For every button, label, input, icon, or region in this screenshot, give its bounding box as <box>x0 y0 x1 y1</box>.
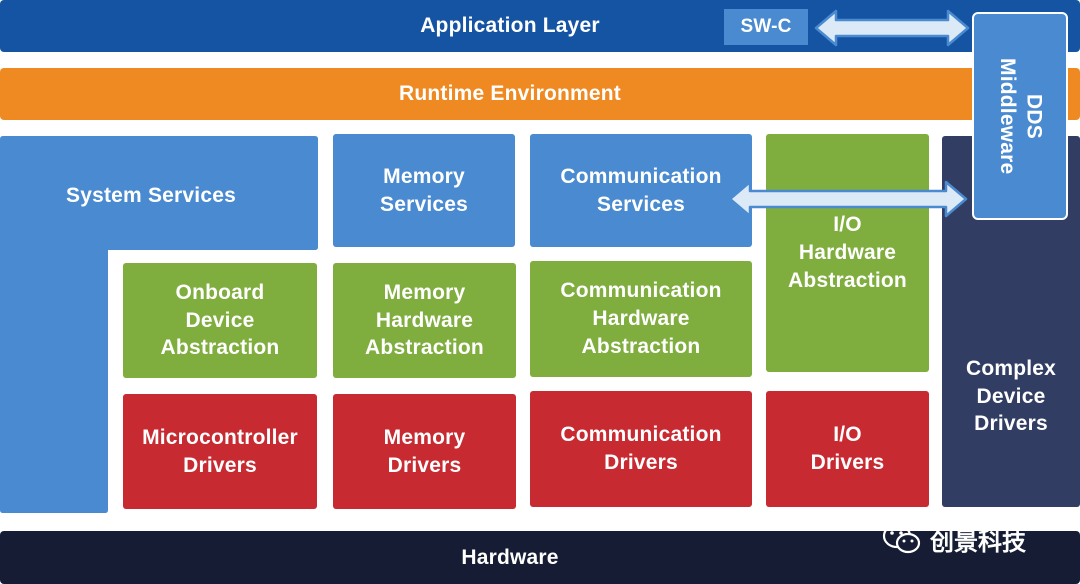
microcontroller-drivers: Microcontroller Drivers <box>123 394 317 509</box>
runtime-environment: Runtime Environment <box>0 68 1080 120</box>
io-hardware-abstraction-label: I/O Hardware Abstraction <box>788 213 907 292</box>
memory-drivers: Memory Drivers <box>333 394 516 509</box>
io-hardware-abstraction: I/O Hardware Abstraction <box>766 134 929 372</box>
communication-hardware-abstraction: Communication Hardware Abstraction <box>530 261 752 377</box>
microcontroller-drivers-label: Microcontroller Drivers <box>142 425 298 477</box>
wechat-icon <box>882 523 921 554</box>
communication-hardware-abstraction-label: Communication Hardware Abstraction <box>560 279 722 358</box>
io-drivers: I/O Drivers <box>766 391 929 507</box>
communication-drivers: Communication Drivers <box>530 391 752 507</box>
communication-services: Communication Services <box>530 134 752 247</box>
watermark: 创景科技 <box>882 519 1052 559</box>
communication-services-label: Communication Services <box>560 164 722 216</box>
swc-label: SW-C <box>740 16 792 38</box>
swc-box: SW-C <box>724 9 808 45</box>
memory-hardware-abstraction-label: Memory Hardware Abstraction <box>365 280 484 360</box>
runtime-environment-label: Runtime Environment <box>399 82 621 105</box>
complex-device-drivers-label: Complex Device Drivers <box>965 356 1057 436</box>
application-layer-label: Application Layer <box>420 14 600 37</box>
onboard-device-abstraction-label: Onboard Device Abstraction <box>160 280 280 360</box>
swc-dds-double-arrow <box>814 9 970 47</box>
system-services-shape <box>0 136 318 513</box>
system-services: System Services <box>0 136 318 513</box>
communication-dds-double-arrow <box>728 180 968 218</box>
watermark-text: 创景科技 <box>930 527 1026 556</box>
memory-services: Memory Services <box>333 134 515 247</box>
memory-services-label: Memory Services <box>379 164 468 216</box>
memory-drivers-label: Memory Drivers <box>383 425 466 477</box>
system-services-label: System Services <box>66 184 236 208</box>
dds-middleware: DDS Middleware <box>972 12 1068 220</box>
communication-drivers-label: Communication Drivers <box>560 423 722 474</box>
hardware-label: Hardware <box>461 546 559 569</box>
dds-middleware-label: DDS Middleware <box>996 57 1046 175</box>
io-drivers-label: I/O Drivers <box>810 423 885 474</box>
memory-hardware-abstraction: Memory Hardware Abstraction <box>333 263 516 378</box>
onboard-device-abstraction: Onboard Device Abstraction <box>123 263 317 378</box>
